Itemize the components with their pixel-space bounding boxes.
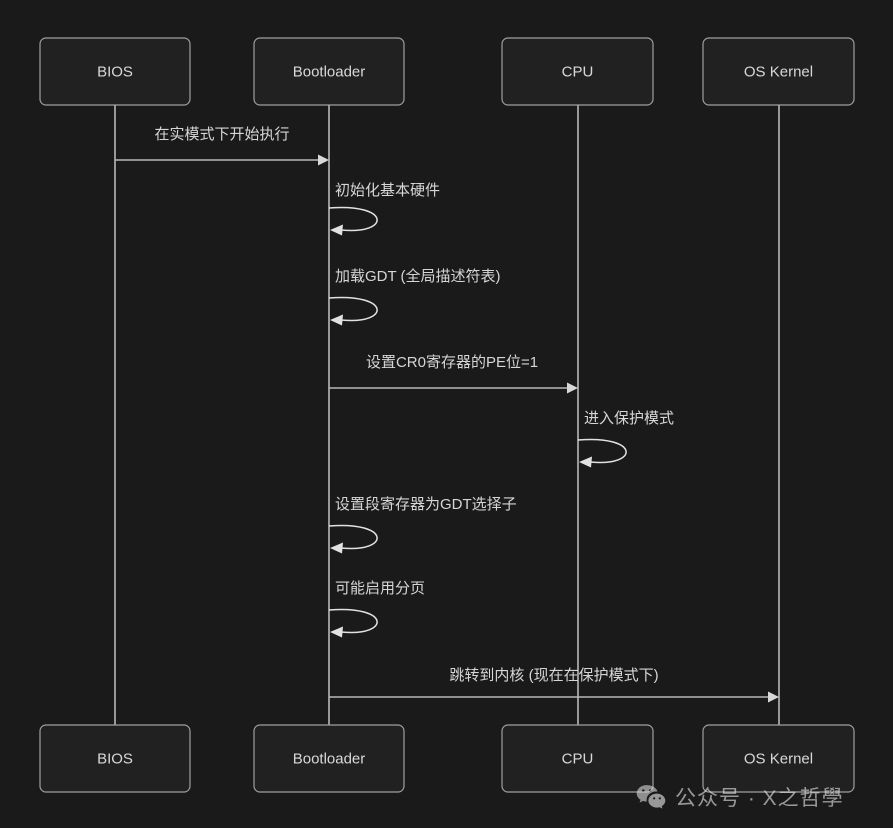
- message-arrowhead-1: [318, 154, 329, 166]
- actor-box-bootloader[interactable]: [253, 37, 405, 106]
- actor-label-bootloader: Bootloader: [293, 750, 366, 767]
- actor-box-bios[interactable]: [39, 724, 191, 793]
- actor-bottom-box-group: BIOS Bootloader CPU OS Kernel: [39, 724, 855, 793]
- actor-top-bios[interactable]: BIOS: [39, 37, 191, 106]
- message-label-6: 设置段寄存器为GDT选择子: [335, 495, 517, 513]
- actor-bottom-oskernel[interactable]: OS Kernel: [702, 724, 855, 793]
- actor-top-oskernel[interactable]: OS Kernel: [702, 37, 855, 106]
- self-loop-6: [328, 524, 378, 550]
- message-7-self[interactable]: 可能启用分页: [328, 580, 425, 638]
- actor-label-oskernel: OS Kernel: [744, 750, 813, 767]
- message-label-5: 进入保护模式: [584, 410, 674, 427]
- message-label-2: 初始化基本硬件: [335, 182, 440, 199]
- message-3-self[interactable]: 加载GDT (全局描述符表): [328, 267, 501, 326]
- message-label-3: 加载GDT (全局描述符表): [335, 267, 501, 285]
- actor-box-oskernel[interactable]: [702, 37, 855, 106]
- actor-box-bootloader[interactable]: [253, 724, 405, 793]
- message-arrowhead-4: [567, 382, 578, 394]
- actor-top-bootloader[interactable]: Bootloader: [253, 37, 405, 106]
- actor-bottom-bootloader[interactable]: Bootloader: [253, 724, 405, 793]
- message-label-7: 可能启用分页: [335, 580, 425, 597]
- message-8-call[interactable]: 跳转到内核 (现在在保护模式下): [329, 667, 779, 703]
- message-2-self[interactable]: 初始化基本硬件: [328, 182, 440, 236]
- self-loop-arrowhead-6: [330, 542, 343, 554]
- actor-label-bios: BIOS: [97, 750, 133, 767]
- actor-box-cpu[interactable]: [501, 37, 654, 106]
- self-loop-7: [328, 608, 378, 634]
- actor-label-bios: BIOS: [97, 63, 133, 80]
- message-label-8: 跳转到内核 (现在在保护模式下): [449, 667, 658, 684]
- message-label-4: 设置CR0寄存器的PE位=1: [366, 353, 538, 371]
- message-6-self[interactable]: 设置段寄存器为GDT选择子: [328, 495, 517, 554]
- self-loop-arrowhead-7: [330, 626, 343, 638]
- message-arrowhead-8: [768, 691, 779, 703]
- actor-label-bootloader: Bootloader: [293, 63, 366, 80]
- actor-box-bios[interactable]: [39, 37, 191, 106]
- self-loop-3: [328, 296, 378, 322]
- self-loop-arrowhead-2: [330, 224, 343, 236]
- self-loop-arrowhead-3: [330, 314, 343, 326]
- self-loop-5: [577, 438, 627, 464]
- message-5-self[interactable]: 进入保护模式: [577, 410, 674, 468]
- actor-bottom-bios[interactable]: BIOS: [39, 724, 191, 793]
- message-4-call[interactable]: 设置CR0寄存器的PE位=1: [329, 353, 578, 394]
- actor-label-cpu: CPU: [562, 63, 594, 80]
- lifeline-group: [114, 105, 780, 725]
- actor-top-box-group: BIOS Bootloader CPU OS Kernel: [39, 37, 855, 106]
- message-label-1: 在实模式下开始执行: [154, 126, 289, 143]
- self-loop-arrowhead-5: [579, 456, 592, 468]
- actor-label-cpu: CPU: [562, 750, 594, 767]
- message-1-call[interactable]: 在实模式下开始执行: [115, 126, 329, 166]
- actor-label-oskernel: OS Kernel: [744, 63, 813, 80]
- self-loop-2: [328, 206, 378, 232]
- actor-box-oskernel[interactable]: [702, 724, 855, 793]
- actor-bottom-cpu[interactable]: CPU: [501, 724, 654, 793]
- actor-box-cpu[interactable]: [501, 724, 654, 793]
- actor-top-cpu[interactable]: CPU: [501, 37, 654, 106]
